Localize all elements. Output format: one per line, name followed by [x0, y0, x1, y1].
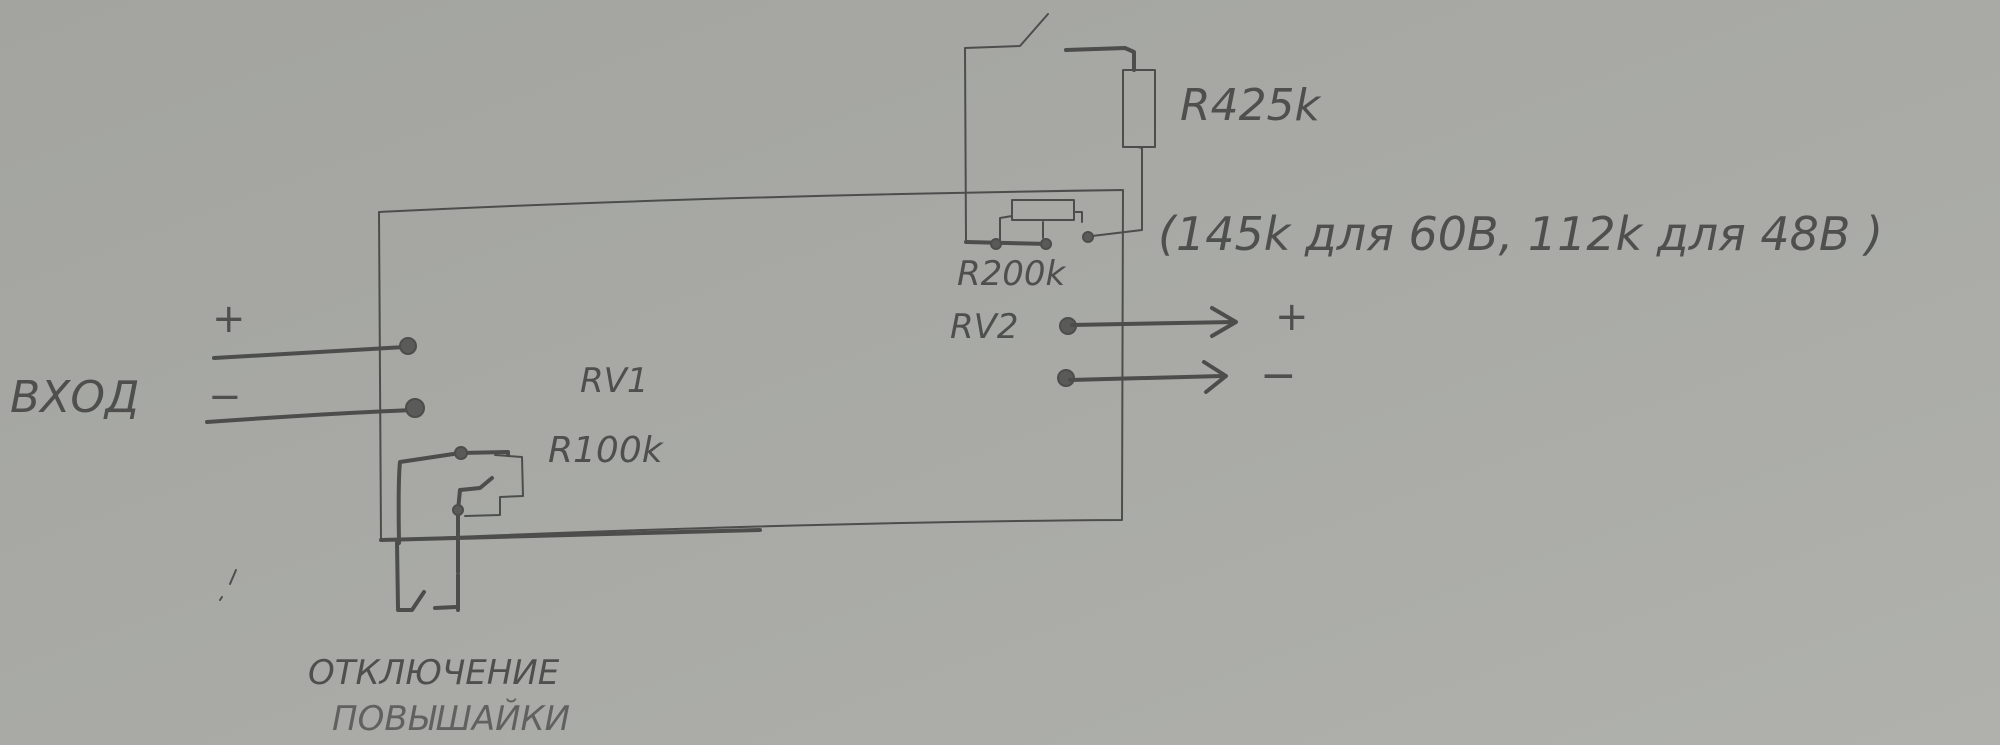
- r2-label: R200k: [957, 254, 1067, 294]
- output-plus-sign: +: [1275, 294, 1309, 340]
- disable-label-line2: ПОВЫШАЙКИ: [332, 698, 570, 739]
- input-plus-terminal: [399, 337, 417, 355]
- bottom-wire: [379, 528, 762, 542]
- input-minus-sign: −: [208, 374, 242, 420]
- switch-symbol: [964, 13, 1049, 243]
- output-minus-arrow: [1068, 360, 1228, 394]
- rv1-label: RV1: [580, 361, 649, 401]
- rv2-label: RV2: [950, 307, 1019, 347]
- output-plus-arrow: [1070, 306, 1238, 338]
- r4-label: R425k: [1180, 80, 1322, 131]
- r2-trimmer-symbol: [964, 199, 1094, 250]
- stray-pencil-mark: [219, 569, 237, 601]
- resistor-value-note: (145k для 60В, 112k для 48В ): [1158, 207, 1883, 261]
- r4-top-wire: [1064, 46, 1136, 72]
- rv1-trimmer-symbol: [395, 446, 524, 612]
- input-minus-terminal: [405, 398, 425, 418]
- rv1-value: R100k: [548, 430, 665, 471]
- input-plus-wire: [212, 345, 407, 360]
- r4-bottom-wire: [1091, 146, 1143, 237]
- input-label: ВХОД: [10, 372, 139, 423]
- board-outline: [378, 189, 1124, 541]
- input-minus-wire: [205, 408, 414, 424]
- input-plus-sign: +: [212, 296, 246, 342]
- output-minus-sign: −: [1260, 350, 1297, 401]
- disable-label-line1: ОТКЛЮЧЕНИЕ: [308, 653, 560, 693]
